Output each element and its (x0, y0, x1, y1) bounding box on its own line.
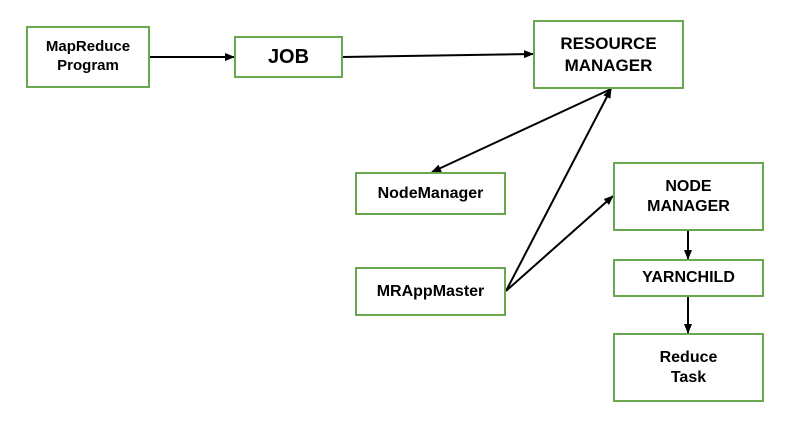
yarnchild-box: YARNCHILD (613, 259, 764, 297)
mapreduce-program-box: MapReduce Program (26, 26, 150, 88)
node-manager-line-2: MANAGER (647, 197, 730, 215)
mapreduce-program-line-1: MapReduce (45, 38, 131, 56)
mapreduce-program-line-2: Program (57, 57, 119, 74)
nodemanager-label: NodeManager (377, 184, 484, 202)
edge-mrappmaster-to-node-manager (505, 195, 614, 292)
edge-resource-manager-to-nodemanager (431, 88, 612, 173)
job-label: JOB (267, 45, 310, 68)
reduce-task-line-1: Reduce (659, 348, 718, 366)
resource-manager-line-1: RESOURCE (560, 34, 657, 54)
resource-manager-box: RESOURCE MANAGER (533, 20, 684, 89)
yarnchild-label: YARNCHILD (642, 269, 735, 286)
edge-mrappmaster-to-resource-manager (505, 88, 612, 292)
node-manager-box: NODE MANAGER (613, 162, 764, 231)
reduce-task-box: Reduce Task (613, 333, 764, 402)
mrappmaster-label: MRAppMaster (376, 282, 485, 300)
resource-manager-line-2: MANAGER (564, 55, 653, 75)
node-manager-line-1: NODE (665, 177, 712, 195)
nodemanager-box: NodeManager (355, 172, 506, 215)
mrappmaster-box: MRAppMaster (355, 267, 506, 316)
reduce-task-line-2: Task (670, 368, 707, 386)
edge-job-to-resource-manager (342, 50, 534, 59)
job-box: JOB (234, 36, 343, 78)
